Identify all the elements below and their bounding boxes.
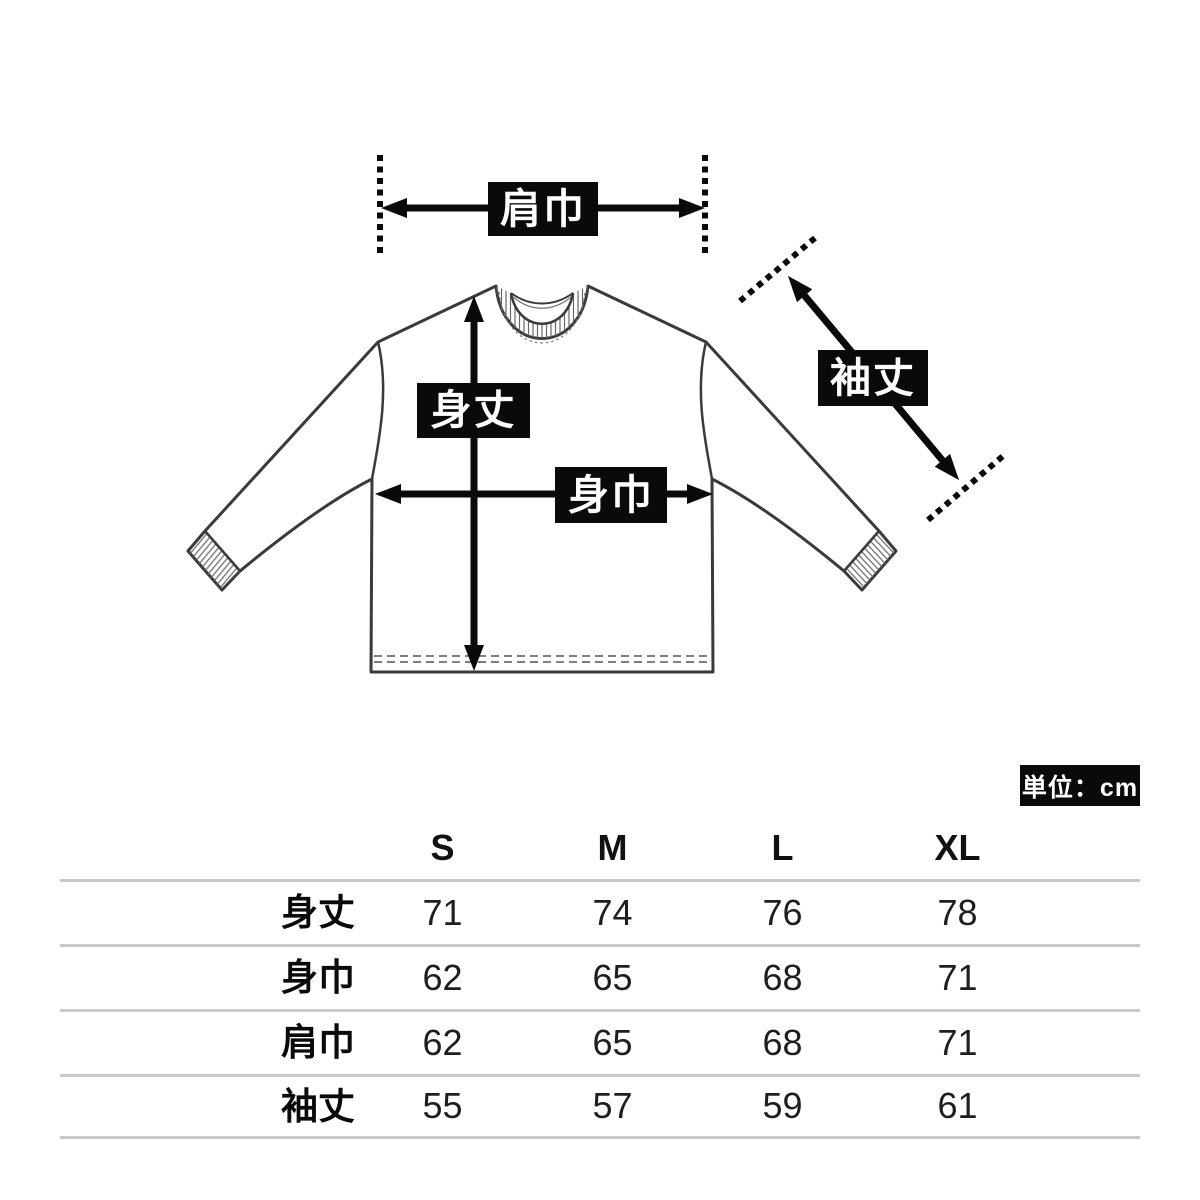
header-spacer-right <box>1045 818 1140 882</box>
body-length-label: 身丈 <box>417 383 530 438</box>
cell-value: 78 <box>870 880 1045 947</box>
measurement-diagram: 肩巾 身丈 身巾 袖丈 <box>186 155 1005 674</box>
right-cuff-seam <box>843 530 880 572</box>
cell-value: 76 <box>695 880 870 947</box>
cell-value: 68 <box>695 1010 870 1077</box>
sleeve-length-label: 袖丈 <box>818 350 928 406</box>
cell-value: 71 <box>355 880 530 947</box>
sleeve-length-guide-bottom <box>926 453 1005 523</box>
size-table-header-row: S M L XL <box>60 818 1140 882</box>
cell-value: 74 <box>530 880 695 947</box>
left-armhole-seam <box>370 341 385 480</box>
cell-value: 62 <box>355 1010 530 1077</box>
cell-value: 71 <box>870 1010 1045 1077</box>
collar-rib <box>496 286 588 339</box>
cell-value: 61 <box>870 1075 1045 1139</box>
back-neck-line <box>510 292 574 305</box>
col-header-m: M <box>530 818 695 882</box>
shirt-illustration <box>186 155 1005 674</box>
body-width-label: 身巾 <box>555 467 667 523</box>
cell-spacer <box>1045 880 1140 947</box>
row-label: 身丈 <box>60 880 355 947</box>
cell-value: 65 <box>530 945 695 1012</box>
table-row-body-width: 身巾 62 65 68 71 <box>60 945 1140 1012</box>
right-cuff-rib <box>844 531 896 590</box>
left-cuff-rib <box>188 531 240 590</box>
cell-value: 65 <box>530 1010 695 1077</box>
table-row-sleeve-length: 袖丈 55 57 59 61 <box>60 1075 1140 1139</box>
back-neck-stitch <box>512 296 572 309</box>
right-armhole-seam <box>699 341 714 480</box>
shoulder-width-label: 肩巾 <box>488 182 598 236</box>
shirt-outline <box>186 284 898 674</box>
col-header-s: S <box>355 818 530 882</box>
cell-value: 55 <box>355 1075 530 1139</box>
cell-spacer <box>1045 1075 1140 1139</box>
table-row-body-length: 身丈 71 74 76 78 <box>60 880 1140 947</box>
row-label: 袖丈 <box>60 1075 355 1139</box>
col-header-xl: XL <box>870 818 1045 882</box>
table-row-shoulder-width: 肩巾 62 65 68 71 <box>60 1010 1140 1077</box>
shirt-body <box>186 284 898 674</box>
collar-inner-edge <box>509 292 575 325</box>
row-label: 身巾 <box>60 945 355 1012</box>
unit-badge: 単位：cm <box>1020 765 1140 806</box>
cell-value: 59 <box>695 1075 870 1139</box>
row-label: 肩巾 <box>60 1010 355 1077</box>
cell-value: 71 <box>870 945 1045 1012</box>
left-cuff-seam <box>204 530 241 572</box>
sleeve-length-guide-top <box>738 235 817 304</box>
col-header-l: L <box>695 818 870 882</box>
cell-spacer <box>1045 945 1140 1012</box>
size-table: S M L XL 身丈 71 74 76 78 身巾 62 65 68 71 肩… <box>60 818 1140 1139</box>
cell-value: 57 <box>530 1075 695 1139</box>
cell-spacer <box>1045 1010 1140 1077</box>
cell-value: 62 <box>355 945 530 1012</box>
header-spacer <box>60 818 355 882</box>
collar-stitch <box>498 291 586 344</box>
cell-value: 68 <box>695 945 870 1012</box>
